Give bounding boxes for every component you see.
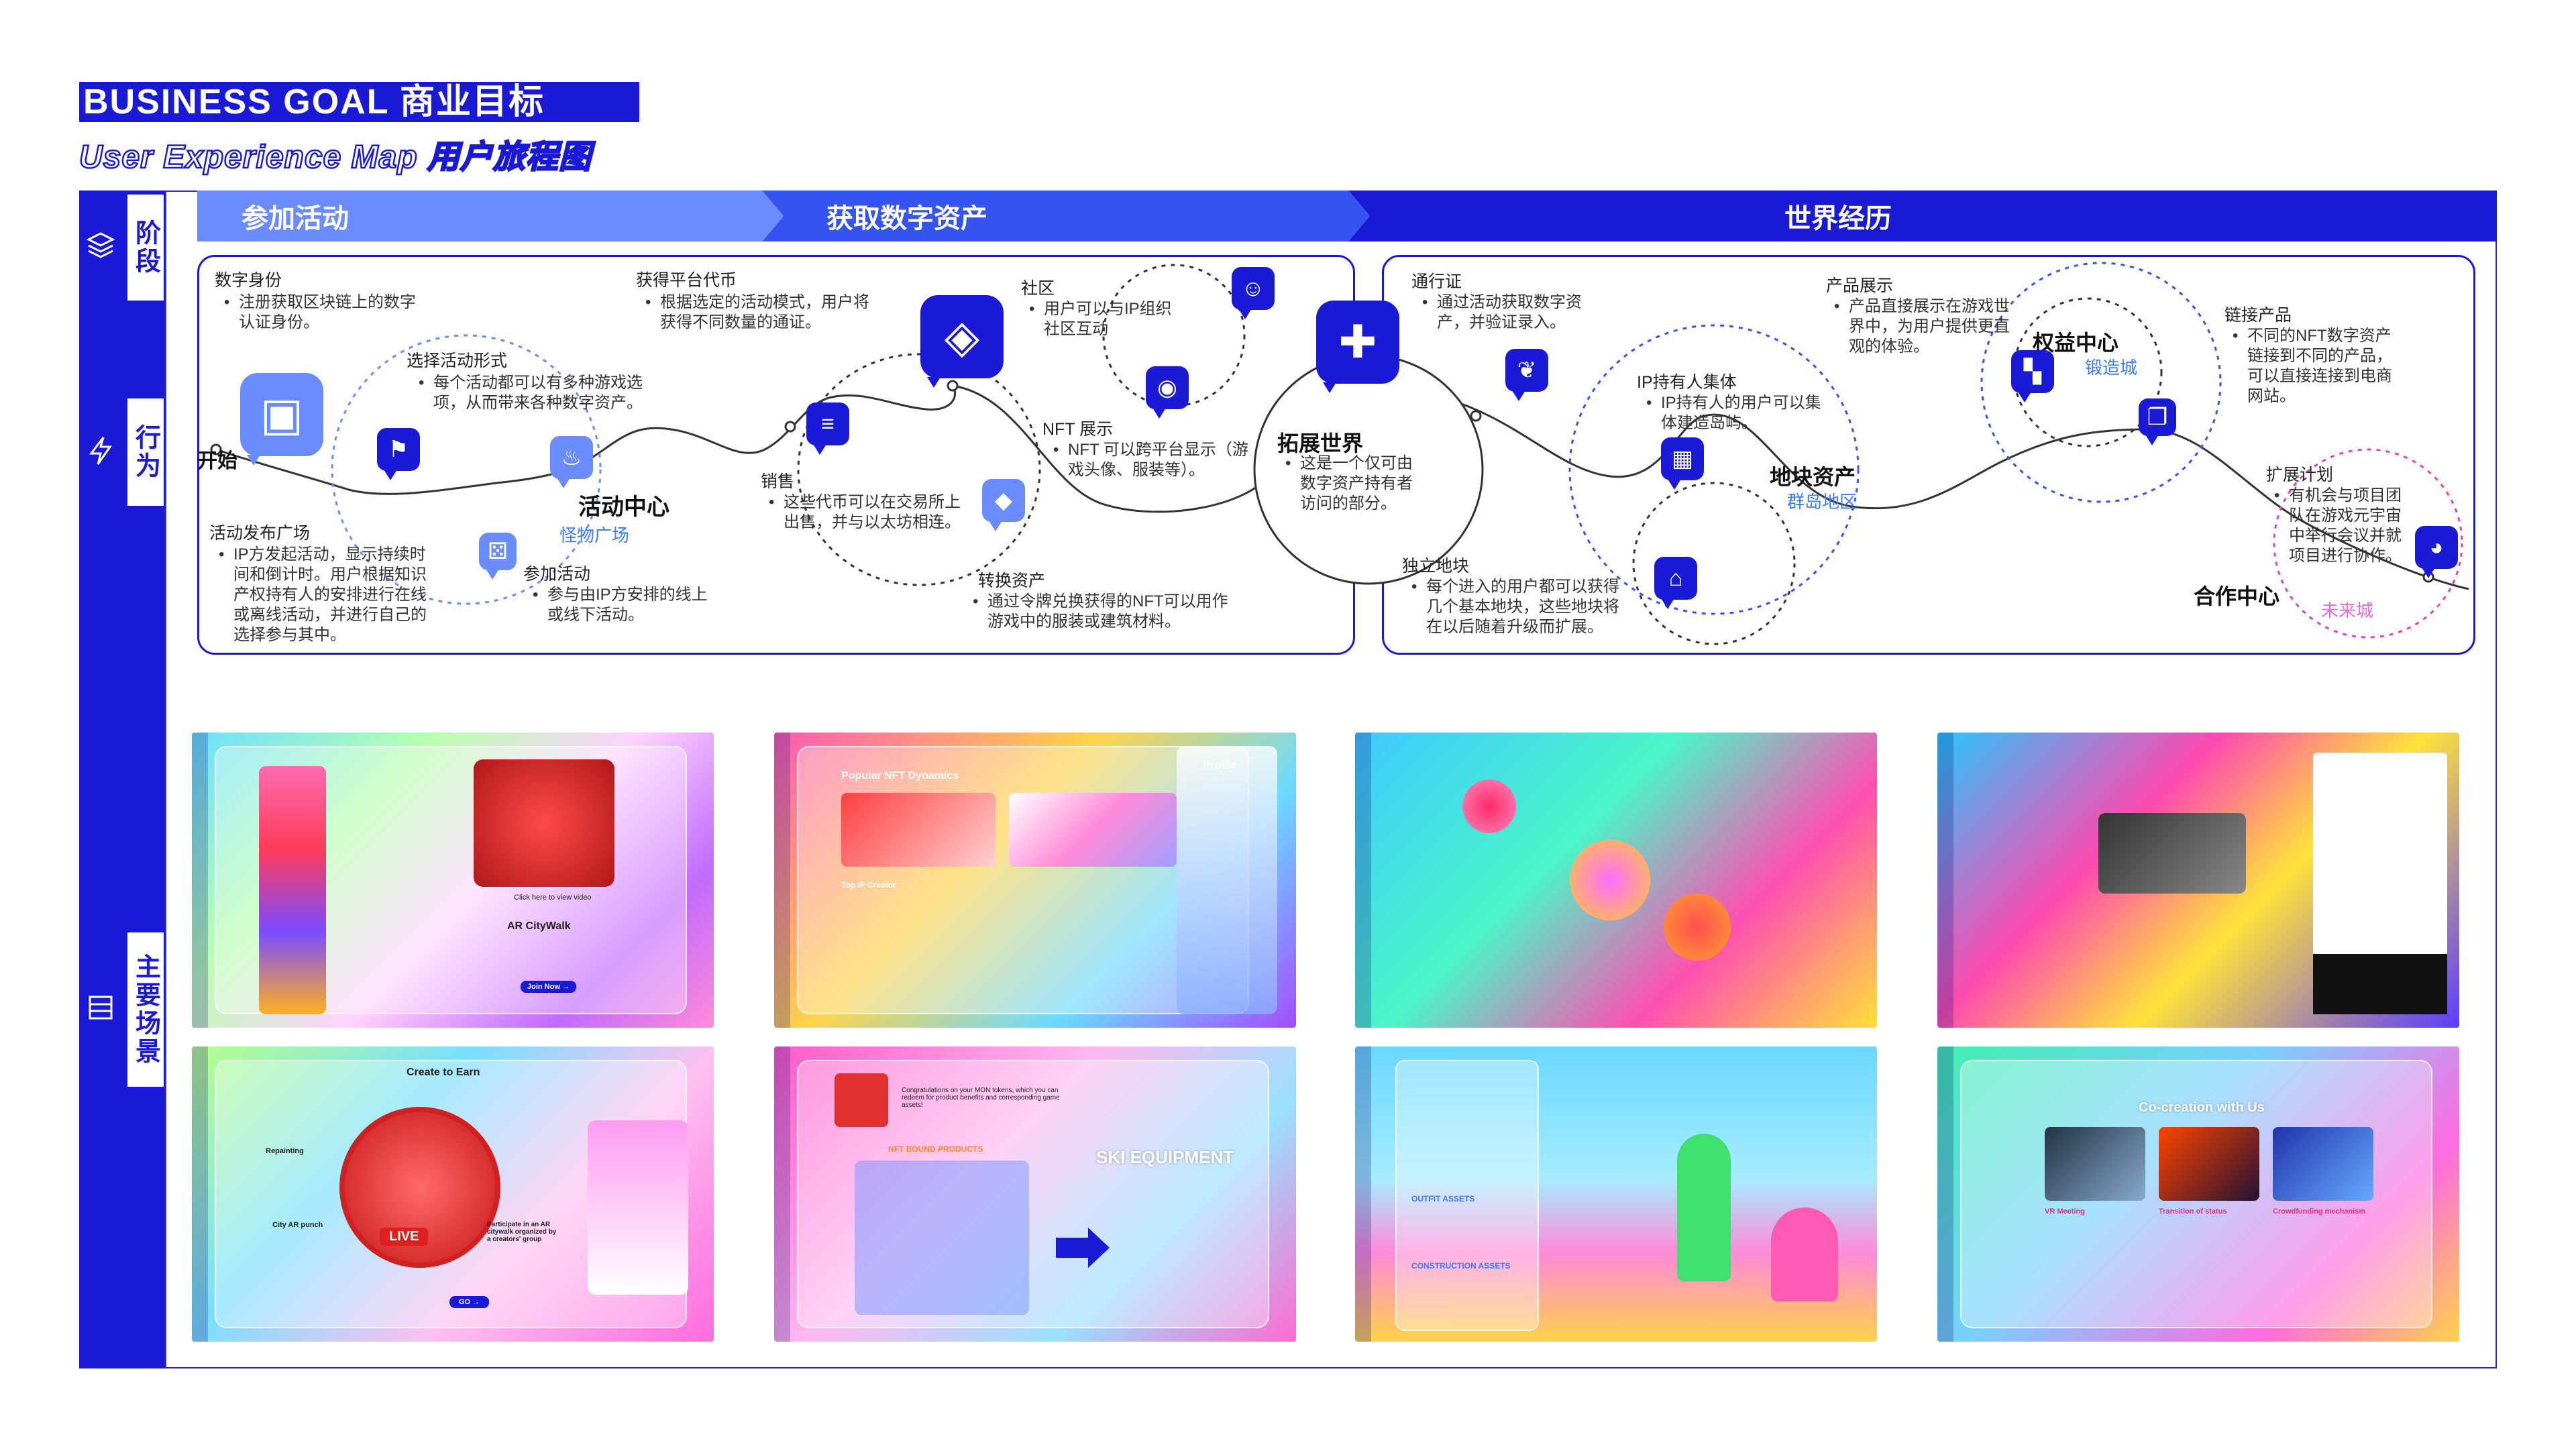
link-product-desc: 不同的NFT数字资产链接到不同的产品，可以直接连接到电商网站。 xyxy=(2233,326,2402,407)
convert-desc: 通过令牌兑换获得的NFT可以用作游戏中的服装或建筑材料。 xyxy=(973,592,1236,632)
tokens-congrats-text: Congratulations on your MON tokens, whic… xyxy=(902,1087,1060,1109)
live-badge: LIVE xyxy=(380,1228,429,1246)
platform-token-title: 获得平台代币 xyxy=(636,271,737,290)
activity-release-desc: IP方发起活动，显示持续时间和倒计时。用户根据知识产权持有人的安排进行在线或离线… xyxy=(219,545,435,645)
scene-top-creator-label: Top IP Creator xyxy=(841,880,896,890)
activity-center-sub: 怪物广场 xyxy=(559,525,630,545)
join-activity-title: 参加活动 xyxy=(523,565,591,584)
expand-plan-desc: 有机会与项目团队在游戏元宇宙中举行会议并就项目进行协作。 xyxy=(2274,486,2410,566)
badge-icon: ◉ xyxy=(1146,366,1189,419)
community-desc: 用户可以与IP组织社区互动 xyxy=(1029,299,1178,339)
product-show-title: 产品展示 xyxy=(1826,276,1894,295)
expand-world-title: 拓展世界 xyxy=(1277,431,1364,455)
expand-plan-title: 扩展计划 xyxy=(2266,466,2334,484)
crowdfunding-label: Crowdfunding mechanism xyxy=(2273,1208,2366,1216)
flame-icon: ♨ xyxy=(550,436,593,488)
stage-arrows xyxy=(197,191,2497,241)
sidebar xyxy=(79,191,165,1368)
database-icon: ≡ xyxy=(806,402,849,455)
city-ar-punch-label: City AR punch xyxy=(272,1221,323,1229)
ski-equipment-title: SKI EQUIPMENT xyxy=(1096,1147,1234,1167)
coop-center-sub: 未来城 xyxy=(2321,600,2374,621)
choose-activity-title: 选择活动形式 xyxy=(407,352,508,370)
behavior-row-label: 行为 xyxy=(127,398,164,506)
activity-center-title: 活动中心 xyxy=(578,494,669,520)
expand-world-desc: 这是一个仅可由数字资产持有者访问的部分。 xyxy=(1285,453,1428,514)
vr-meeting-label: VR Meeting xyxy=(2045,1208,2085,1216)
scene-create-to-earn: Create to Earn LIVE Repainting City AR p… xyxy=(192,1046,714,1342)
scene-row-label: 主要场景 xyxy=(127,932,164,1087)
outfit-assets-label: OUTFIT ASSETS xyxy=(1411,1194,1475,1203)
convert-title: 转换资产 xyxy=(978,572,1046,590)
co-creation-title: Co-creation with Us xyxy=(2139,1100,2265,1115)
lightning-icon xyxy=(89,437,112,465)
product-show-desc: 产品直接展示在游戏世界中，为用户提供更直观的体验。 xyxy=(1834,297,2010,357)
flag-icon: ⚑ xyxy=(377,428,420,480)
pass-title: 通行证 xyxy=(1411,272,1462,291)
scene-nft-dynamics-title: Popular NFT Dynamics xyxy=(841,770,959,782)
independent-land-desc: 每个进入的用户都可以获得几个基本地块，这些地块将在以后随着升级而扩展。 xyxy=(1411,577,1627,637)
rights-center-sub: 锻造城 xyxy=(2085,358,2138,378)
repainting-label: Repainting xyxy=(266,1147,304,1155)
ghost-icon: ☺ xyxy=(1232,267,1275,319)
platform-token-desc: 根据选定的活动模式，用户将获得不同数量的通证。 xyxy=(645,292,881,333)
go-button[interactable]: GO → xyxy=(449,1296,490,1308)
business-goal-title: BUSINESS GOAL 商业目标 xyxy=(79,82,639,122)
identity-card-icon: ▣ xyxy=(240,373,323,466)
diamond-icon: ◆ xyxy=(982,479,1025,531)
dice-icon: ⚄ xyxy=(479,533,517,580)
join-now-button[interactable]: Join Now → xyxy=(521,981,576,993)
compass-icon: ◈ xyxy=(920,295,1004,388)
join-activity-desc: 参与由IP方安排的线上或线下活动。 xyxy=(533,585,715,625)
independent-land-title: 独立地块 xyxy=(1402,557,1470,576)
choose-activity-desc: 每个活动都可以有多种游戏选项，从而带来各种数字资产。 xyxy=(419,373,655,413)
scene-profile-label: Profile xyxy=(1203,759,1237,771)
digital-identity-title: 数字身份 xyxy=(215,271,282,290)
scene-ar-citywalk: AR CityWalk Click here to view video Joi… xyxy=(192,733,714,1028)
leaf-icon: ❦ xyxy=(1505,349,1548,401)
stage-world-experience: 世界经历 xyxy=(1784,204,1892,233)
scene-ar-citywalk-video: Click here to view video xyxy=(514,894,592,902)
building-icon: ▦ xyxy=(1661,437,1704,490)
pacman-icon: ◕ xyxy=(2415,526,2458,578)
stage-row-label: 阶段 xyxy=(127,195,164,301)
scene-assets-world: OUTFIT ASSETS CONSTRUCTION ASSETS xyxy=(1355,1046,1877,1342)
nft-bound-products-label: NFT BOUND PRODUCTS xyxy=(888,1144,983,1154)
pass-desc: 通过活动获取数字资产，并验证录入。 xyxy=(1422,292,1598,333)
scene-nft-dynamics: Popular NFT Dynamics Profile Top IP Crea… xyxy=(774,733,1296,1028)
citywalk-participate-label: Participate in an AR citywalk organized … xyxy=(487,1221,557,1243)
stage-join-activity: 参加活动 xyxy=(241,204,349,233)
construction-assets-label: CONSTRUCTION ASSETS xyxy=(1411,1261,1511,1271)
sale-title: 销售 xyxy=(761,472,795,491)
scene-ski-equipment: Congratulations on your MON tokens, whic… xyxy=(774,1046,1296,1342)
stage-get-assets: 获取数字资产 xyxy=(826,204,987,233)
activity-release-title: 活动发布广场 xyxy=(209,524,311,543)
sale-desc: 这些代币可以在交易所上出售，并与以太坊相连。 xyxy=(769,492,965,533)
status-transition-label: Transition of status xyxy=(2159,1208,2227,1216)
nft-show-desc: NFT 可以跨平台显示（游戏头像、服装等）。 xyxy=(1053,440,1249,480)
copy-icon: ❐ xyxy=(2139,398,2176,445)
link-product-title: 链接产品 xyxy=(2224,306,2292,325)
ux-map-subtitle: User Experience Map 用户旅程图 xyxy=(78,139,592,176)
start-label: 开始 xyxy=(197,450,237,472)
ip-group-title: IP持有人集体 xyxy=(1637,373,1737,392)
grid-icon xyxy=(89,996,113,1020)
land-asset-sub: 群岛地区 xyxy=(1787,492,1858,512)
scene-create-to-earn-title: Create to Earn xyxy=(407,1067,480,1078)
puzzle-icon: ✚ xyxy=(1316,301,1399,393)
community-title: 社区 xyxy=(1021,279,1055,298)
bank-icon: ⌂ xyxy=(1654,557,1697,609)
coop-center-title: 合作中心 xyxy=(2194,584,2280,608)
layers-icon xyxy=(86,232,115,258)
scene-co-creation: Co-creation with Us VR Meeting Transitio… xyxy=(1937,1046,2459,1342)
scene-product-showcase xyxy=(1937,733,2459,1028)
scene-ar-citywalk-title: AR CityWalk xyxy=(507,920,571,932)
ip-group-desc: IP持有人的用户可以集体建造岛屿。 xyxy=(1646,393,1822,433)
digital-identity-desc: 注册获取区块链上的数字认证身份。 xyxy=(224,292,420,333)
land-asset-title: 地块资产 xyxy=(1770,465,1856,489)
apps-icon: ▚ xyxy=(2011,350,2054,402)
nft-show-title: NFT 展示 xyxy=(1042,420,1114,439)
scene-world-map xyxy=(1355,733,1877,1028)
